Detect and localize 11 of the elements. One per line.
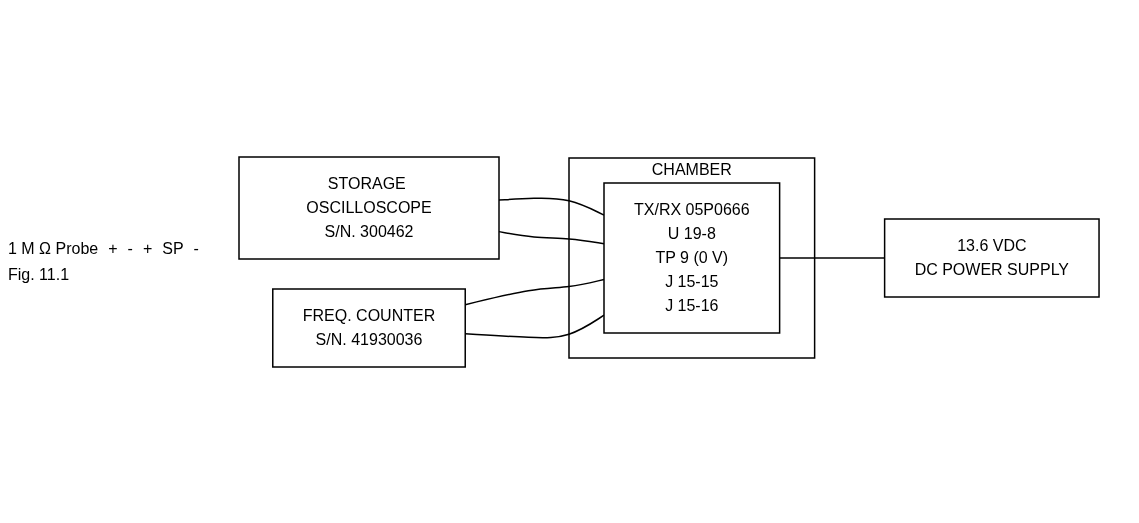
text-label: - [127, 239, 133, 258]
text-label: + [108, 239, 118, 258]
node-box: 13.6 VDC DC POWER SUPPLY [884, 217, 1101, 298]
figure-caption: Fig. 11.1 [8, 265, 71, 284]
node-box: FREQ. COUNTER S/N. 41930036 [272, 287, 467, 368]
text-label: SP [162, 239, 184, 258]
text-label: 1 M Ω Probe [8, 239, 99, 258]
node-box: TX/RX 05P0666 U 19-8 TP 9 (0 V) J 15-15 J 15-16 [603, 181, 781, 334]
text-label: + [142, 239, 153, 258]
node-box: STORAGE OSCILLOSCOPE S/N. 300462 [238, 155, 501, 260]
text-label: - [193, 239, 199, 258]
